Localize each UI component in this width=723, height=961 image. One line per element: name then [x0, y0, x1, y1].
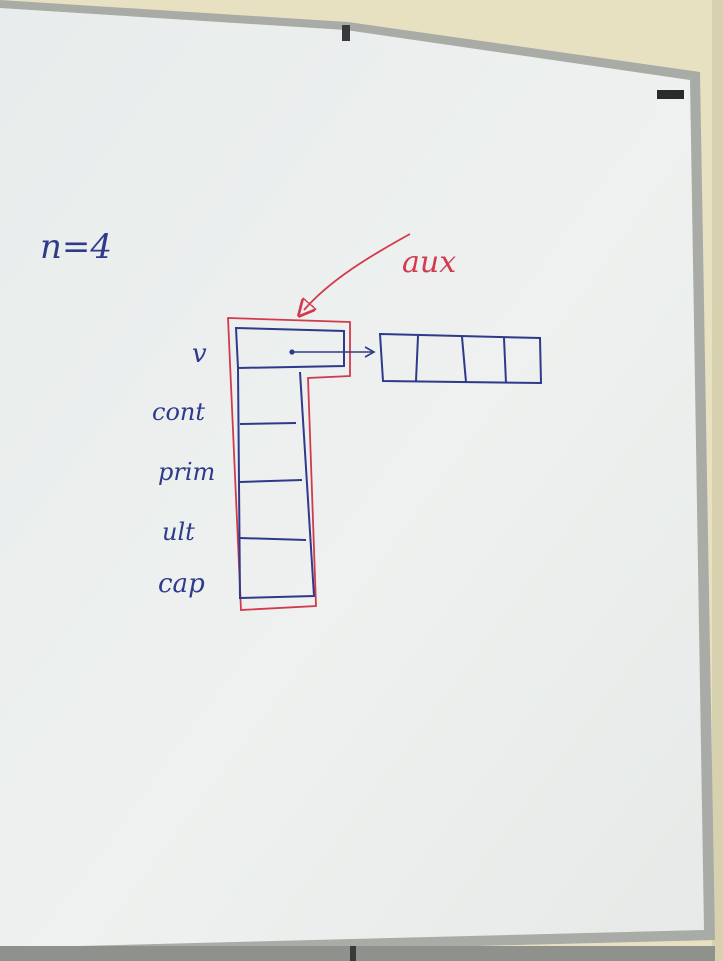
struct-divider-cont: [239, 422, 297, 425]
struct-column: [237, 367, 316, 600]
top-clip: [342, 25, 350, 41]
array-cell-divider-1: [415, 335, 419, 382]
label-v: v: [192, 339, 207, 369]
aux-pointer-arrow: [304, 233, 411, 310]
bottom-tray: [0, 946, 715, 961]
pointer-arrowhead: [364, 346, 376, 358]
label-prim: prim: [158, 458, 215, 486]
array-cell-divider-3: [503, 337, 507, 384]
aux-outline: [227, 317, 351, 611]
whiteboard-surface: [0, 8, 704, 948]
label-ult: ult: [162, 518, 195, 546]
formula-text: n=4: [40, 227, 112, 267]
array-cell-divider-2: [461, 336, 467, 383]
bottom-tray-clip: [350, 946, 356, 961]
label-cap: cap: [158, 569, 205, 599]
struct-divider-ult: [239, 537, 307, 541]
struct-field-v: [234, 326, 345, 370]
frame-corner-cap: [657, 90, 684, 99]
aux-label: aux: [402, 245, 456, 280]
struct-divider-prim: [239, 479, 303, 483]
wall-right-edge: [712, 0, 723, 961]
label-cont: cont: [152, 398, 205, 426]
array-box: [378, 332, 543, 385]
